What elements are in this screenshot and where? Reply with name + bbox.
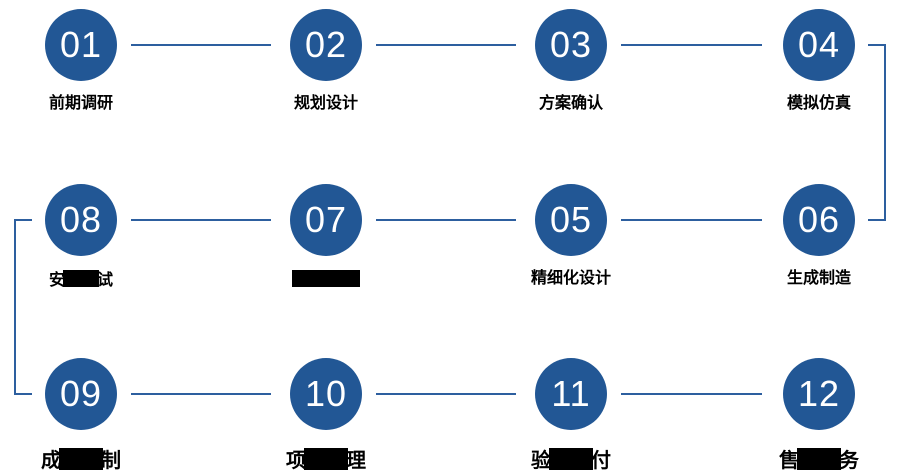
connector-line xyxy=(131,219,271,221)
label-redaction-blob xyxy=(304,448,348,470)
step-label-text: 前期调研 xyxy=(48,95,114,112)
step-number: 08 xyxy=(59,199,103,240)
label-redaction-blob xyxy=(549,448,593,470)
process-step-circle: 12 xyxy=(783,358,855,430)
step-number: 11 xyxy=(551,373,591,414)
connector-line xyxy=(621,219,762,221)
step-label-text: 付 xyxy=(591,449,611,472)
connector-line xyxy=(376,393,516,395)
label-redaction-blob xyxy=(797,448,841,470)
process-step-circle: 11 xyxy=(535,358,607,430)
process-step-circle: 01 xyxy=(45,9,117,81)
connector-bracket-right xyxy=(868,44,886,221)
label-redaction-blob xyxy=(63,270,99,288)
step-number: 04 xyxy=(797,24,841,65)
step-label-text: 规划设计 xyxy=(293,95,359,112)
step-label-text: 安 xyxy=(48,272,65,290)
step-label-text: 试 xyxy=(97,272,114,290)
step-label: 规划设计 xyxy=(294,95,358,113)
process-step-circle: 08 xyxy=(45,184,117,256)
step-number: 01 xyxy=(59,24,103,65)
step-number: 02 xyxy=(304,24,348,65)
step-label: 售务 xyxy=(779,448,859,473)
label-redaction-blob xyxy=(59,448,103,470)
step-label: 前期调研 xyxy=(49,95,113,113)
connector-line xyxy=(376,44,516,46)
step-label-text: 精细化设计 xyxy=(530,270,612,287)
step-label-text: 生成制造 xyxy=(786,270,852,287)
process-step-circle: 04 xyxy=(783,9,855,81)
process-step-circle: 07 xyxy=(290,184,362,256)
process-step-circle: 10 xyxy=(290,358,362,430)
step-number: 12 xyxy=(797,373,841,414)
step-number: 05 xyxy=(549,199,593,240)
step-label xyxy=(292,270,360,290)
process-step-circle: 02 xyxy=(290,9,362,81)
step-label: 项理 xyxy=(286,448,366,473)
step-label: 精细化设计 xyxy=(531,270,611,288)
step-label: 生成制造 xyxy=(787,270,851,288)
step-label: 安试 xyxy=(49,270,113,290)
step-label: 方案确认 xyxy=(539,95,603,113)
connector-line xyxy=(621,393,762,395)
step-number: 10 xyxy=(304,373,348,414)
step-label: 验付 xyxy=(531,448,611,473)
process-step-circle: 05 xyxy=(535,184,607,256)
step-label: 成制 xyxy=(41,448,121,473)
process-step-circle: 03 xyxy=(535,9,607,81)
connector-line xyxy=(376,219,516,221)
step-label-text: 成 xyxy=(41,449,61,472)
step-number: 06 xyxy=(797,199,841,240)
process-step-circle: 09 xyxy=(45,358,117,430)
label-redaction-blob xyxy=(292,270,360,288)
step-number: 09 xyxy=(59,373,103,414)
step-label-text: 务 xyxy=(839,449,859,472)
step-number: 03 xyxy=(549,24,593,65)
step-label-text: 验 xyxy=(531,449,551,472)
step-label-text: 模拟仿真 xyxy=(786,95,852,112)
step-label-text: 制 xyxy=(101,449,121,472)
step-label-text: 理 xyxy=(346,449,366,472)
connector-line xyxy=(131,44,271,46)
step-label-text: 方案确认 xyxy=(538,95,604,112)
step-label-text: 项 xyxy=(286,449,306,472)
connector-line xyxy=(621,44,762,46)
step-label: 模拟仿真 xyxy=(787,95,851,113)
process-step-circle: 06 xyxy=(783,184,855,256)
step-label-text: 售 xyxy=(779,449,799,472)
connector-line xyxy=(131,393,271,395)
step-number: 07 xyxy=(304,199,348,240)
connector-bracket-left xyxy=(14,219,32,395)
